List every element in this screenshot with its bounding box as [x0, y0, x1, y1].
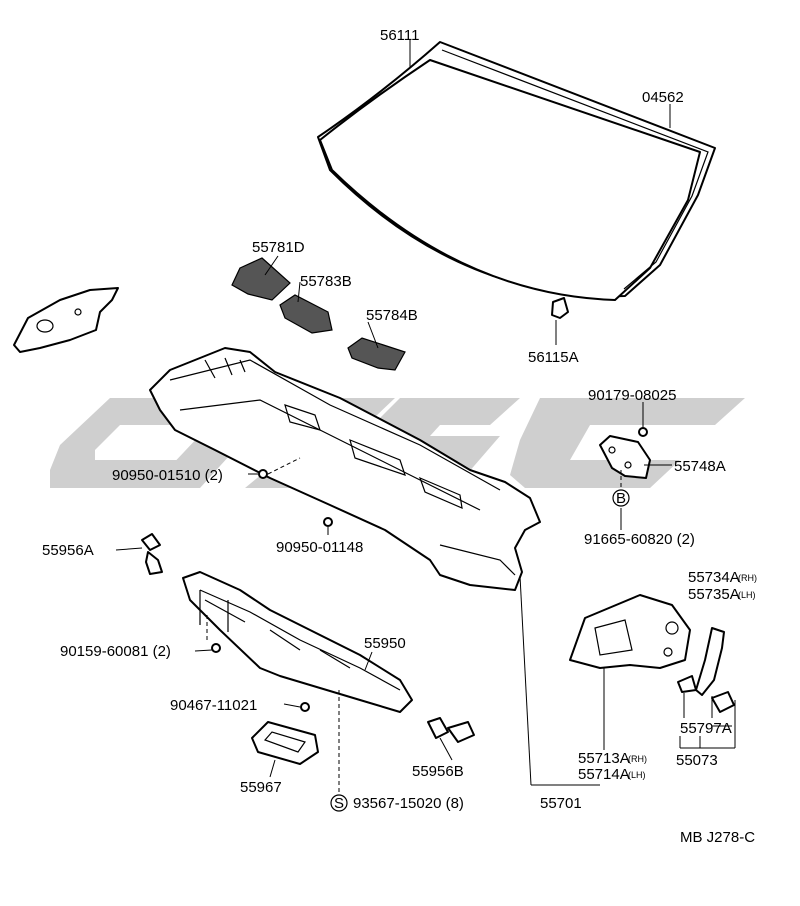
label-90159-60081: 90159-60081 (2)	[60, 643, 171, 660]
label-56115A: 56115A	[528, 349, 579, 366]
label-55734A-side: (RH)	[738, 573, 757, 583]
label-93567-15020: 93567-15020 (8)	[353, 795, 464, 812]
label-55950: 55950	[364, 635, 406, 652]
part-55956A	[141, 533, 163, 575]
part-55734A	[695, 627, 725, 696]
label-55781D: 55781D	[252, 239, 305, 256]
part-55956B	[427, 717, 475, 743]
label-55713A-side: (RH)	[628, 754, 647, 764]
part-55781D	[231, 257, 291, 301]
part-55784B	[347, 337, 406, 371]
part-55950	[182, 571, 413, 713]
windshield-glass	[317, 41, 716, 301]
label-55073: 55073	[676, 752, 718, 769]
label-55956B: 55956B	[412, 763, 464, 780]
label-55956A: 55956A	[42, 542, 94, 559]
label-55783B: 55783B	[300, 273, 352, 290]
part-labels: 56111 04562 55781D 55783B 55784B 56115A …	[42, 27, 757, 846]
label-55784B: 55784B	[366, 307, 418, 324]
label-90950-01510: 90950-01510 (2)	[112, 467, 223, 484]
part-55967	[251, 721, 319, 765]
part-55797A	[677, 675, 697, 693]
label-55701: 55701	[540, 795, 582, 812]
label-91665-60820: 91665-60820 (2)	[584, 531, 695, 548]
part-56115A	[551, 297, 569, 319]
label-55967: 55967	[240, 779, 282, 796]
label-90467-11021: 90467-11021	[170, 697, 257, 714]
label-90950-01148: 90950-01148	[276, 539, 363, 556]
marker-b: B	[612, 489, 630, 507]
label-55735A: 55735A	[688, 586, 740, 603]
part-55783B	[279, 294, 333, 334]
marker-s-text: S	[334, 795, 344, 812]
label-55714A: 55714A	[578, 766, 630, 783]
label-55734A: 55734A	[688, 569, 740, 586]
label-55735A-side: (LH)	[738, 590, 756, 600]
diagram-code: MB J278-C	[680, 829, 755, 846]
label-90179-08025: 90179-08025	[588, 387, 676, 404]
part-55748A	[599, 435, 651, 479]
label-04562: 04562	[642, 89, 684, 106]
left-bracket	[13, 287, 119, 353]
cowl-panel	[149, 347, 541, 591]
marker-s: S	[330, 794, 348, 812]
part-55713A	[569, 594, 691, 669]
label-55748A: 55748A	[674, 458, 726, 475]
label-55714A-side: (LH)	[628, 770, 646, 780]
part-55073	[711, 691, 735, 713]
marker-b-text: B	[616, 490, 626, 507]
label-56111: 56111	[380, 27, 420, 44]
label-55713A: 55713A	[578, 750, 630, 767]
label-55797A: 55797A	[680, 720, 732, 737]
leader-lines	[115, 40, 736, 795]
